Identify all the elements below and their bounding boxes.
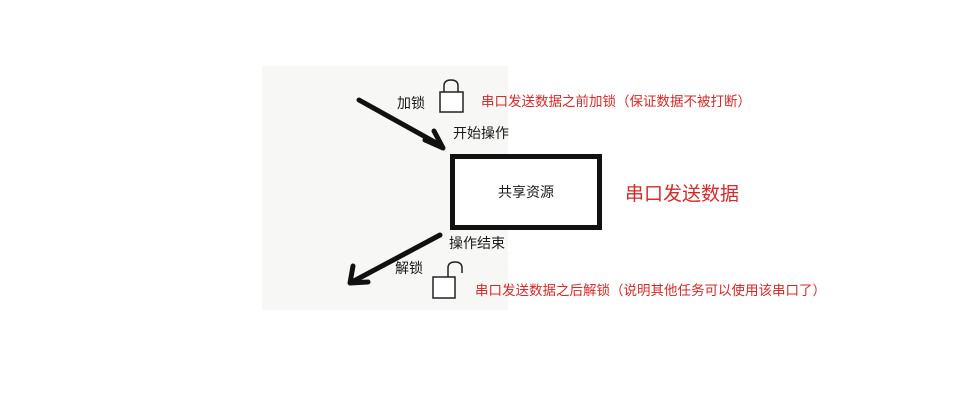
shared-resource-box: 共享资源	[450, 154, 602, 230]
padlock-closed-icon	[439, 79, 464, 113]
resource-note: 串口发送数据	[625, 183, 740, 205]
start-label: 开始操作	[453, 126, 509, 142]
unlock-label: 解锁	[395, 261, 423, 277]
lock-label: 加锁	[397, 96, 425, 112]
unlock-arrow	[347, 232, 443, 286]
resource-label: 共享资源	[498, 185, 554, 201]
lock-arrow	[356, 97, 446, 151]
padlock-open-icon	[432, 261, 463, 299]
unlock-note: 串口发送数据之后解锁（说明其他任务可以使用该串口了）	[475, 283, 826, 299]
end-label: 操作结束	[449, 236, 505, 252]
lock-note: 串口发送数据之前加锁（保证数据不被打断）	[481, 94, 751, 110]
